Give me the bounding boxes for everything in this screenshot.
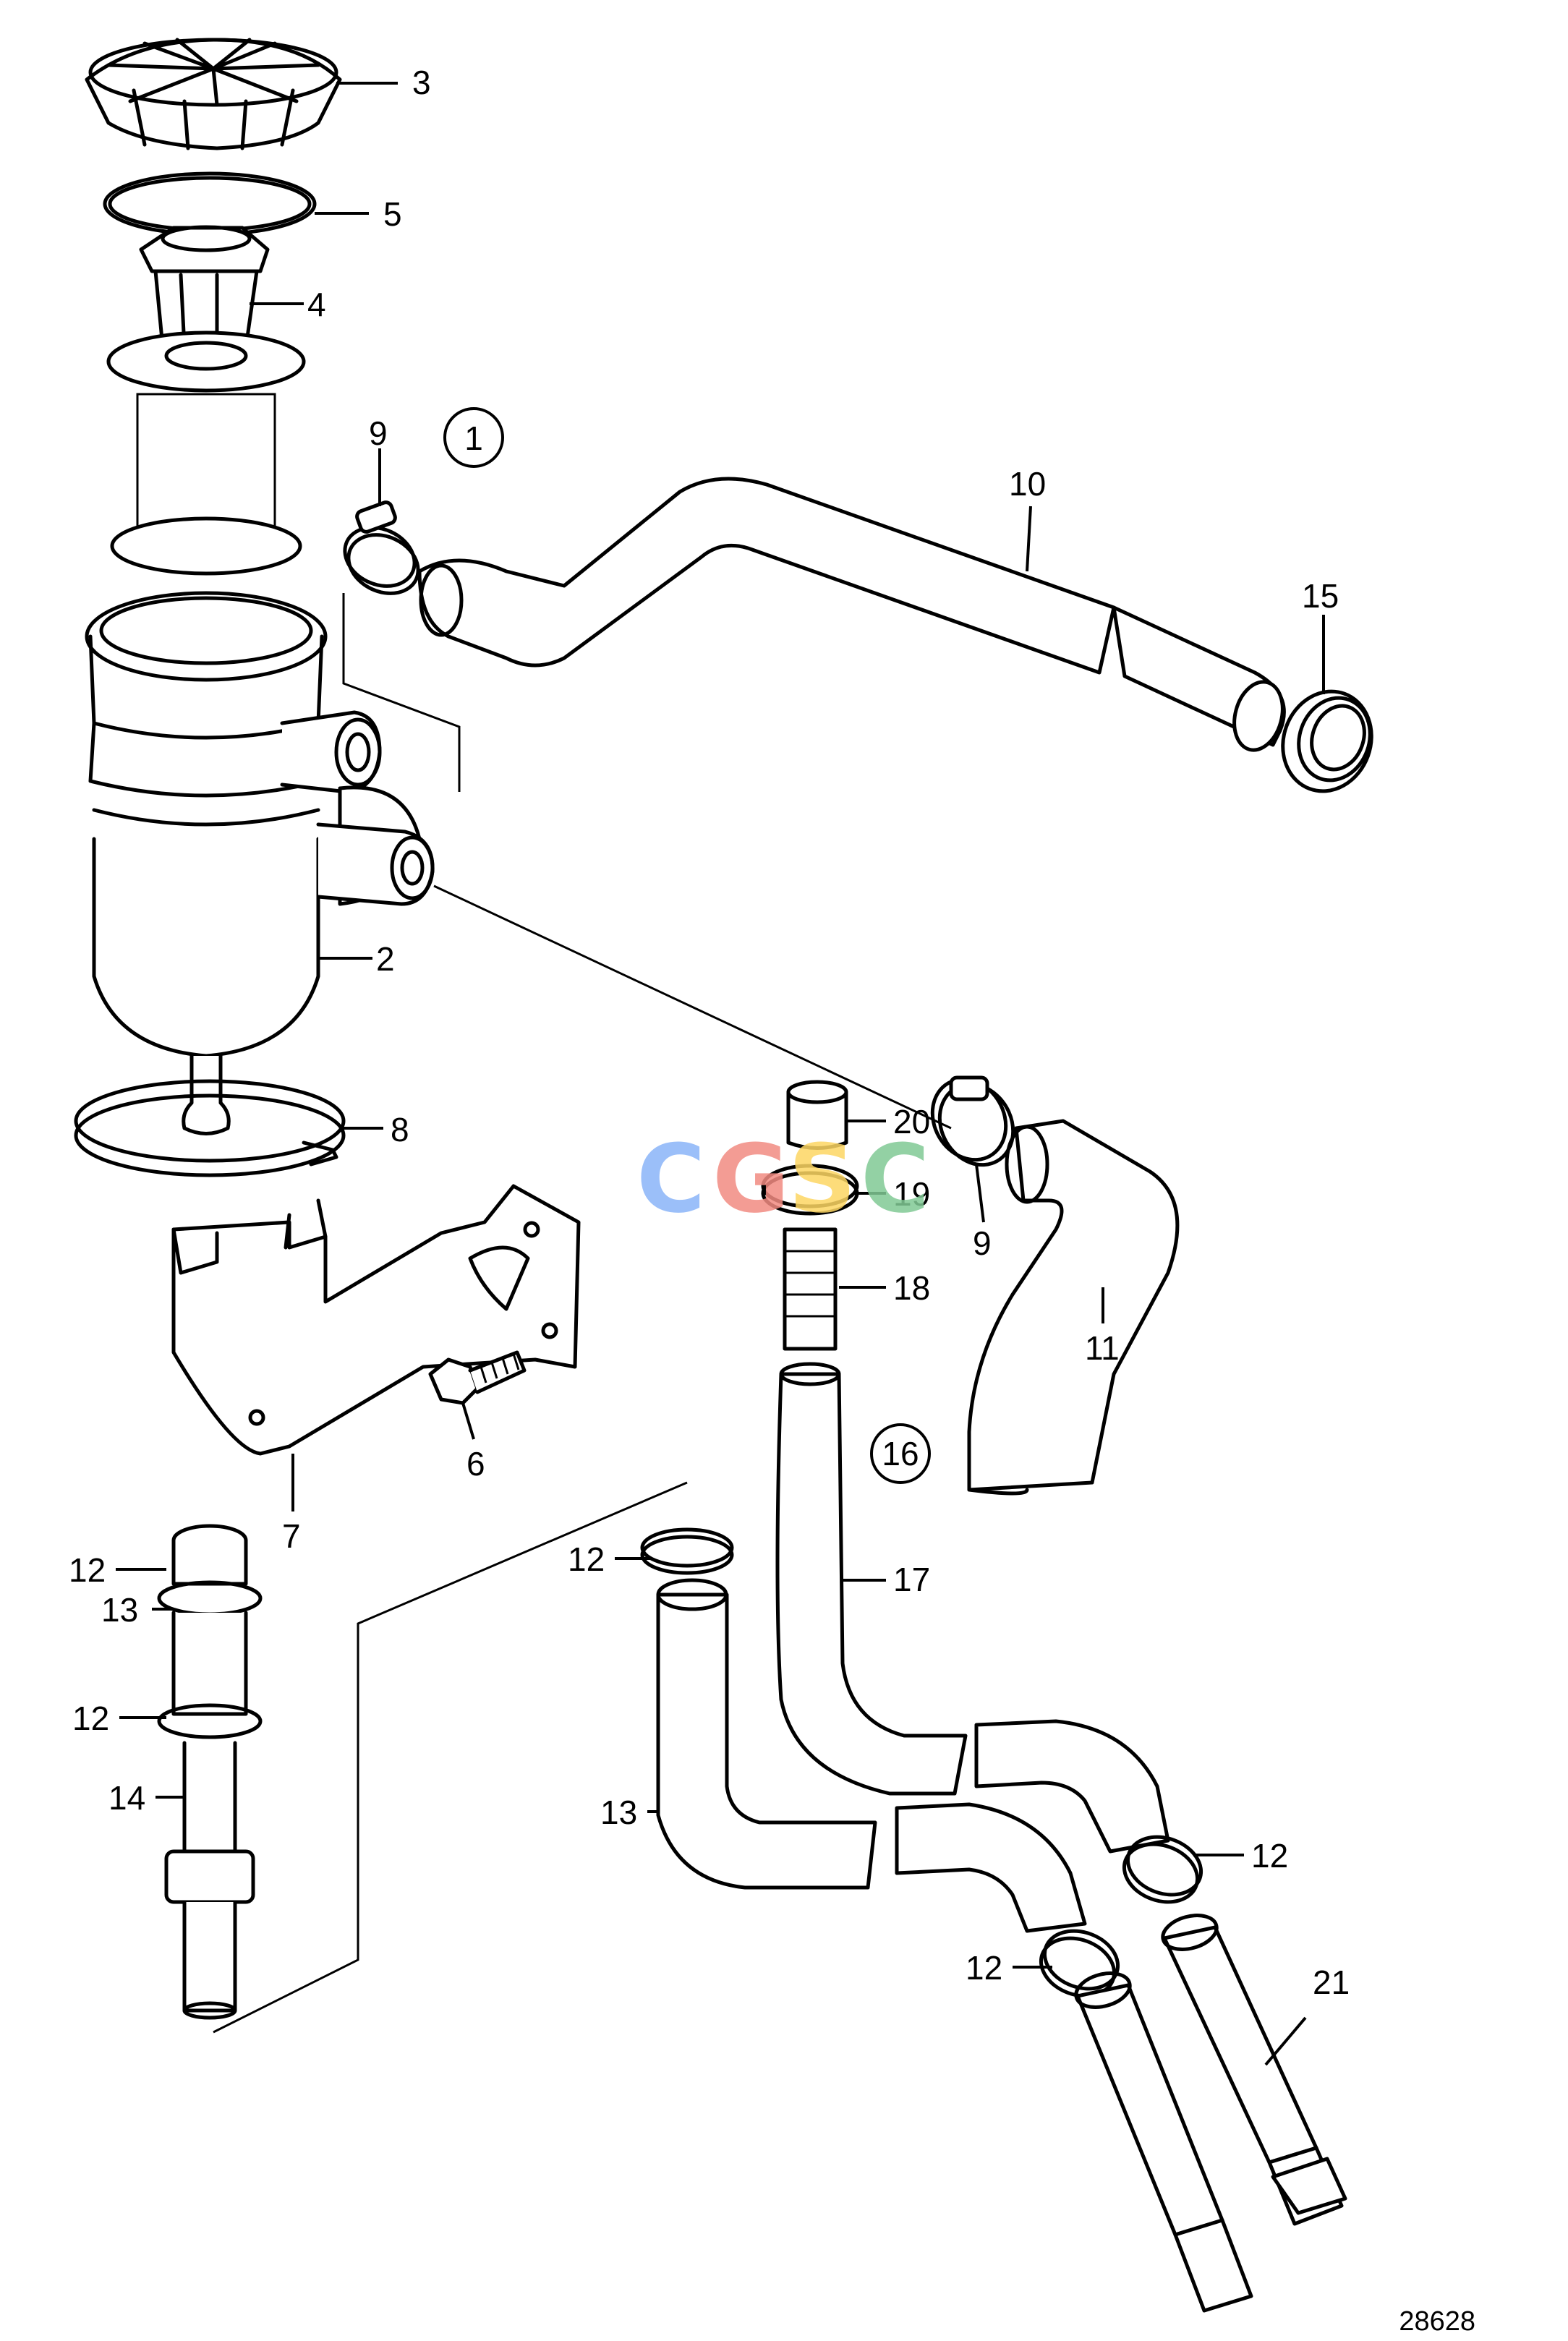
clamp-band — [74, 1079, 346, 1177]
o-ring-inner — [108, 176, 312, 232]
pipe-assembly-left — [157, 1524, 263, 2020]
nipple-18 — [783, 1227, 838, 1351]
hose-clamp-12-right — [1122, 1835, 1203, 1904]
callout-9-lower: 9 — [973, 1224, 992, 1262]
breather-hose-11 — [967, 1119, 1180, 1496]
watermark-letter-c1: C — [636, 1124, 705, 1234]
callout-18: 18 — [893, 1269, 930, 1307]
hose-clamp-lower — [930, 1075, 1015, 1167]
o-ring — [103, 171, 317, 236]
callout-12-lower: 12 — [966, 1949, 1002, 1987]
ref-box-upper — [342, 593, 461, 792]
callout-3: 3 — [412, 64, 431, 101]
watermark-letter-g: G — [712, 1124, 790, 1234]
callout-12-left-bottom: 12 — [72, 1700, 109, 1737]
callout-17: 17 — [893, 1561, 930, 1598]
bracket — [171, 1184, 581, 1456]
callout-8: 8 — [391, 1111, 409, 1148]
watermark-letter-c2: C — [861, 1124, 929, 1234]
filler-cap — [85, 38, 342, 150]
callout-2: 2 — [376, 940, 395, 978]
watermark-letter-s: S — [788, 1124, 856, 1234]
callout-12-center: 12 — [568, 1540, 605, 1578]
circled-label-16-text: 16 — [882, 1435, 919, 1472]
callout-7: 7 — [282, 1517, 301, 1555]
watermark: C G S C — [636, 1124, 929, 1234]
drain-hose-13 — [656, 1578, 1087, 1933]
drain-pipe-21 — [1074, 1914, 1347, 2313]
ref-line-outlet — [433, 884, 952, 1130]
callout-21: 21 — [1313, 1963, 1350, 2001]
callout-14: 14 — [108, 1779, 145, 1817]
cap-20 — [786, 1080, 848, 1150]
grommet — [1281, 689, 1373, 793]
circled-label-16: 16 — [870, 1423, 931, 1484]
drain-hose-17 — [775, 1362, 1170, 1854]
breather-hose-10 — [417, 477, 1286, 752]
callout-13-center: 13 — [600, 1794, 637, 1831]
callout-13-left: 13 — [101, 1591, 138, 1629]
callout-12-left-top: 12 — [69, 1551, 106, 1589]
callout-11: 11 — [1085, 1329, 1120, 1367]
callout-5: 5 — [383, 195, 402, 233]
filter-insert — [106, 225, 306, 576]
callout-20: 20 — [893, 1103, 930, 1140]
leader-lines — [116, 82, 1325, 2066]
callout-10: 10 — [1009, 465, 1046, 503]
bolt — [428, 1350, 527, 1405]
hose-clamp-upper — [343, 500, 420, 595]
callout-4: 4 — [307, 286, 326, 323]
callout-12-right: 12 — [1251, 1837, 1288, 1875]
callout-15: 15 — [1302, 577, 1339, 615]
callout-19: 19 — [893, 1175, 930, 1213]
figure-number: 28628 — [1399, 2306, 1475, 2337]
ref-box-lower — [213, 1481, 688, 2034]
hose-clamp-12-top — [640, 1527, 734, 1575]
circled-label-1: 1 — [443, 407, 504, 468]
callout-6: 6 — [466, 1445, 485, 1483]
oil-trap-housing — [85, 591, 435, 1135]
callout-9-upper: 9 — [369, 414, 388, 452]
circled-label-1-text: 1 — [464, 419, 483, 457]
